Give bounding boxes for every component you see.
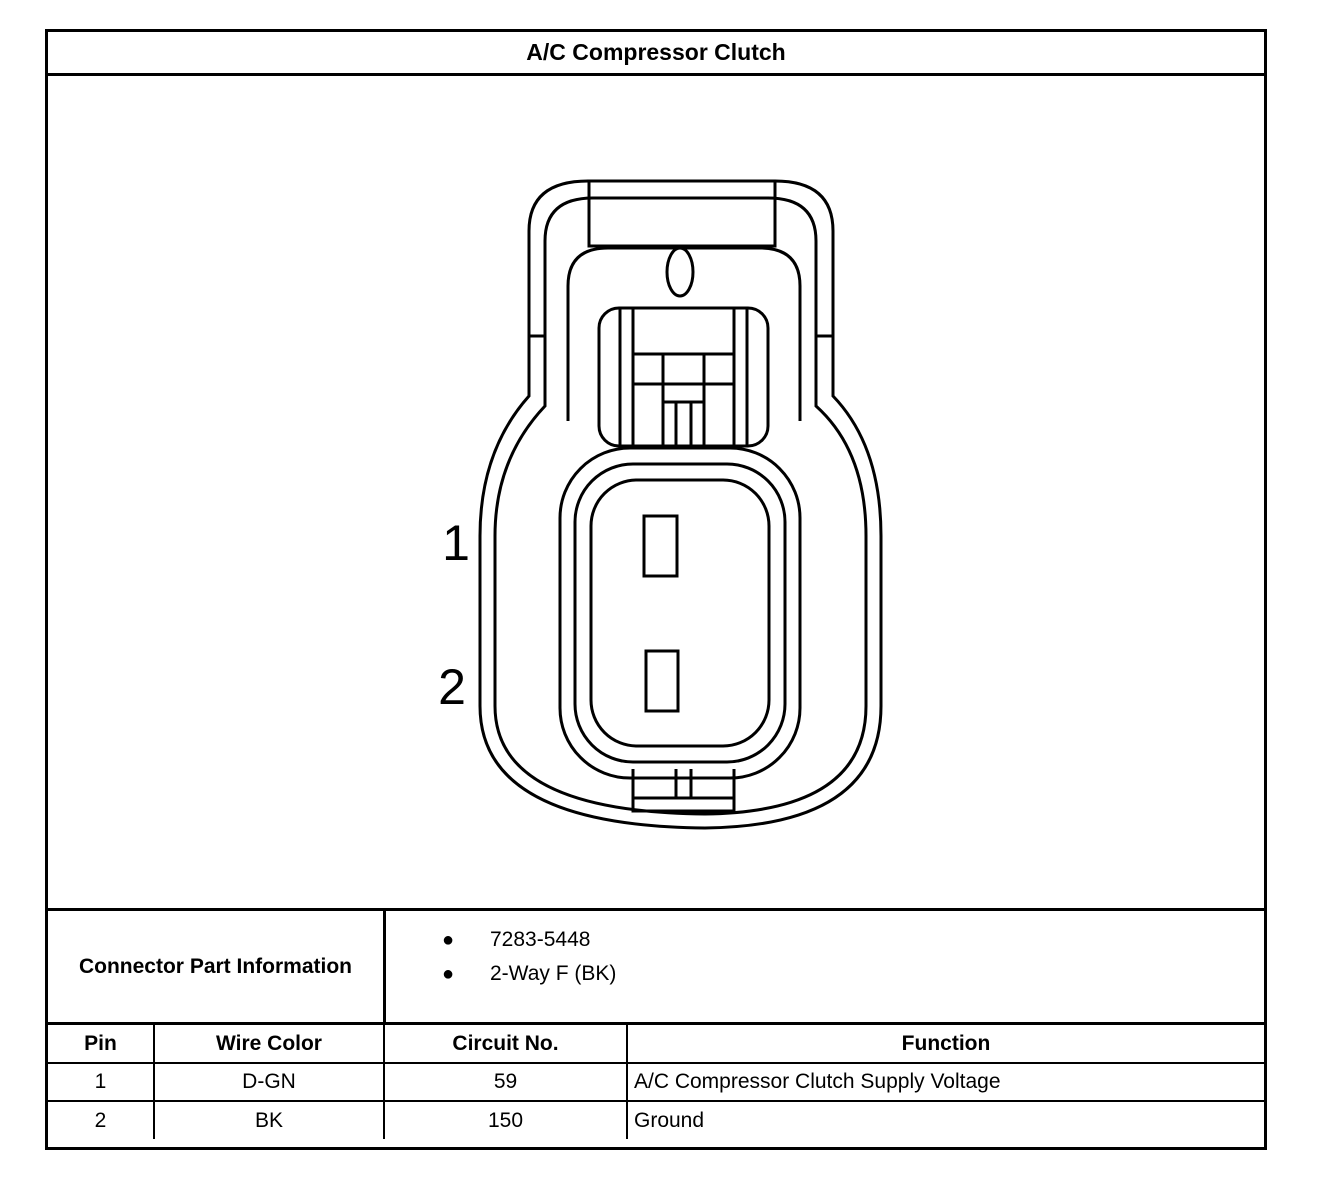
top-latch-tab [587,181,777,248]
function-cell: A/C Compressor Clutch Supply Voltage [626,1062,1264,1102]
pin-table: Pin Wire Color Circuit No. Function 1 D-… [48,1025,1264,1139]
header-wire-color: Wire Color [153,1025,385,1064]
header-function: Function [626,1025,1264,1064]
pin-cell: 1 [48,1062,155,1102]
connector-face-diagram: 1 2 [438,179,883,830]
pin-cell: 2 [48,1100,155,1139]
table-row: 2 BK 150 Ground [48,1100,1264,1139]
header-pin: Pin [48,1025,155,1064]
pin-2-cavity [644,649,680,713]
connector-part-info-list: ● 7283-5448 ● 2-Way F (BK) [386,911,1264,1022]
circuit-cell: 59 [383,1062,628,1102]
connector-type: 2-Way F (BK) [490,962,617,985]
header-circuit: Circuit No. [383,1025,628,1064]
bullet-icon: ● [442,963,455,985]
seal-ring-inner [589,478,771,748]
pin-1-label: 1 [442,515,470,571]
lock-housing [566,246,802,421]
part-number: 7283-5448 [490,928,591,951]
connector-outer-shell [478,179,883,830]
sheet-title: A/C Compressor Clutch [48,32,1264,76]
connector-drawing: 1 2 [48,76,1264,908]
wire-color-cell: BK [153,1100,385,1139]
seal-ring-outer [558,446,802,780]
table-row: 1 D-GN 59 A/C Compressor Clutch Supply V… [48,1062,1264,1102]
seal-ring-middle [573,462,787,764]
circuit-cell: 150 [383,1100,628,1139]
pin-table-header: Pin Wire Color Circuit No. Function [48,1025,1264,1064]
connector-sheet: A/C Compressor Clutch [45,29,1267,1150]
connector-part-info: Connector Part Information ● 7283-5448 ●… [48,908,1264,1025]
lock-frame [597,306,770,448]
bottom-key [631,769,736,813]
function-cell: Ground [626,1100,1264,1139]
connector-inner-shell [493,196,868,816]
wire-color-cell: D-GN [153,1062,385,1102]
connector-type-item: ● 2-Way F (BK) [386,957,1264,991]
part-number-item: ● 7283-5448 [386,923,1264,957]
latch-hole [665,246,695,298]
bullet-icon: ● [442,929,455,951]
pin-1-cavity [642,514,679,578]
pin-2-label: 2 [438,659,466,715]
connector-part-info-label: Connector Part Information [48,911,386,1022]
